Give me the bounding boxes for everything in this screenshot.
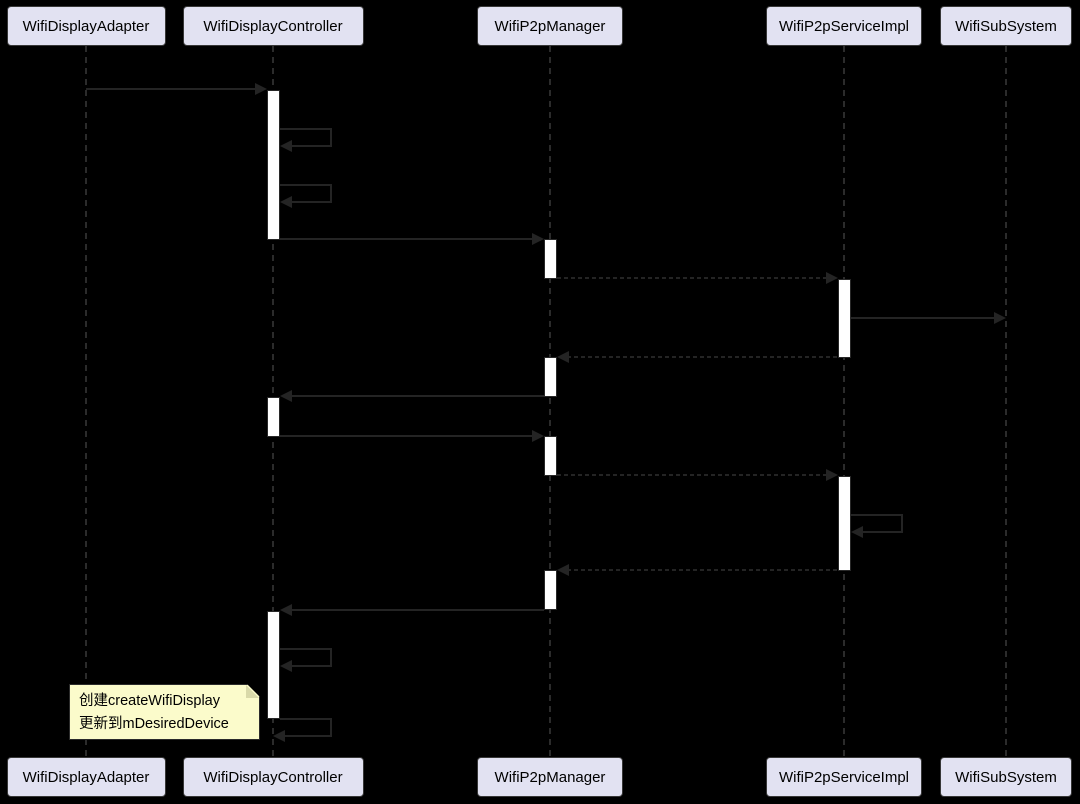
message-15-arrowhead-icon [273, 730, 285, 742]
participant-WifiP2pServiceImpl-top: WifiP2pServiceImpl [766, 6, 922, 46]
message-3-arrowhead-icon [279, 196, 292, 208]
message-3-self-top [279, 184, 332, 186]
lifeline-WifiP2pManager [549, 46, 551, 757]
message-13-arrowhead-icon [279, 604, 292, 616]
message-7-dashed [566, 356, 838, 358]
participant-WifiDisplayController-top: WifiDisplayController [182, 6, 364, 46]
message-14-self-right [329, 648, 332, 667]
participant-WifiDisplayAdapter-top: WifiDisplayAdapter [6, 6, 166, 46]
message-2-self-top [279, 128, 332, 130]
participant-WifiSubSystem-top: WifiSubSystem [940, 6, 1072, 46]
message-2-self-right [329, 128, 332, 147]
note: 创建createWifiDisplay 更新到mDesiredDevice [69, 684, 260, 740]
participant-WifiDisplayAdapter-bottom: WifiDisplayAdapter [6, 757, 166, 797]
message-9-arrowhead-icon [531, 430, 544, 442]
note-fold-icon [246, 685, 259, 698]
message-15-self-right [329, 718, 332, 737]
participant-WifiSubSystem-bottom: WifiSubSystem [940, 757, 1072, 797]
message-7-arrowhead-icon [556, 351, 569, 363]
activation-bar-WifiP2pManager [543, 357, 557, 397]
message-5-dashed [556, 277, 828, 279]
note-line-1: 创建createWifiDisplay [79, 693, 220, 709]
message-6-solid [850, 317, 996, 319]
message-5-arrowhead-icon [825, 272, 838, 284]
message-2-arrowhead-icon [279, 140, 292, 152]
message-8-solid [289, 395, 544, 397]
lifeline-WifiP2pServiceImpl [843, 46, 845, 757]
message-10-arrowhead-icon [825, 469, 838, 481]
message-10-dashed [556, 474, 828, 476]
activation-bar-WifiP2pServiceImpl [837, 476, 851, 571]
message-3-self-bottom [290, 201, 332, 203]
activation-bar-WifiDisplayController [266, 90, 280, 240]
participant-WifiP2pManager-top: WifiP2pManager [477, 6, 623, 46]
note-line-2: 更新到mDesiredDevice [79, 716, 229, 732]
activation-bar-WifiDisplayController [266, 397, 280, 437]
activation-bar-WifiP2pManager [543, 570, 557, 610]
message-11-arrowhead-icon [850, 526, 863, 538]
message-11-self-top [850, 514, 903, 516]
message-15-self-top [279, 718, 332, 720]
message-2-self-bottom [290, 145, 332, 147]
message-4-solid [279, 238, 534, 240]
message-15-self-bottom [284, 735, 332, 737]
message-9-solid [279, 435, 534, 437]
activation-bar-WifiP2pServiceImpl [837, 279, 851, 358]
message-8-arrowhead-icon [279, 390, 292, 402]
activation-bar-WifiP2pManager [543, 239, 557, 279]
message-14-arrowhead-icon [279, 660, 292, 672]
message-11-self-right [900, 514, 903, 533]
message-1-solid [86, 88, 257, 90]
participant-WifiDisplayController-bottom: WifiDisplayController [182, 757, 364, 797]
participant-WifiP2pServiceImpl-bottom: WifiP2pServiceImpl [766, 757, 922, 797]
lifeline-WifiSubSystem [1005, 46, 1007, 757]
participant-WifiP2pManager-bottom: WifiP2pManager [477, 757, 623, 797]
message-1-arrowhead-icon [254, 83, 267, 95]
message-14-self-top [279, 648, 332, 650]
activation-bar-WifiP2pManager [543, 436, 557, 476]
message-12-arrowhead-icon [556, 564, 569, 576]
lifeline-WifiDisplayAdapter [85, 46, 87, 757]
activation-bar-WifiDisplayController [266, 611, 280, 719]
message-13-solid [289, 609, 544, 611]
message-14-self-bottom [290, 665, 332, 667]
message-11-self-bottom [861, 531, 903, 533]
message-6-arrowhead-icon [994, 312, 1006, 324]
message-4-arrowhead-icon [531, 233, 544, 245]
message-3-self-right [329, 184, 332, 203]
message-12-dashed [566, 569, 838, 571]
